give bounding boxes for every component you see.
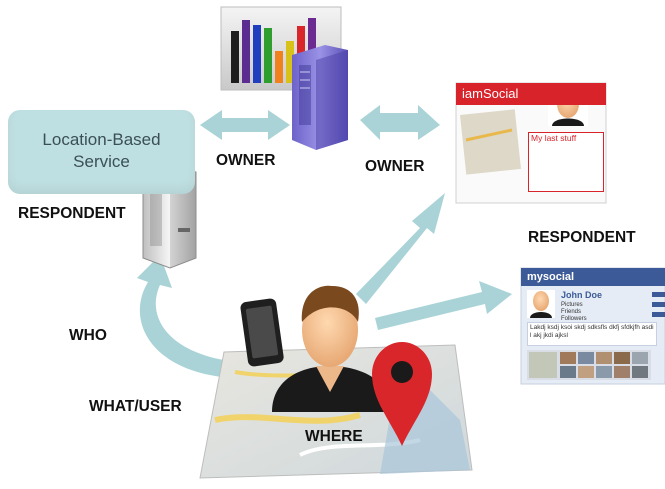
- location-based-service-box: [8, 110, 195, 194]
- mysocial-message-text: Lakdj ksdj ksoi skdj sdksfls dkfj sfdkjf…: [530, 324, 654, 339]
- mysocial-item-followers: Followers: [561, 316, 587, 322]
- user-avatar-icon: [272, 285, 392, 412]
- where-label: WHERE: [305, 428, 363, 445]
- map-pin-icon: [372, 342, 432, 446]
- mysocial-message-box: [527, 322, 657, 346]
- arrow-who-lbs: [137, 255, 238, 378]
- lbs-line-2: Service: [73, 152, 130, 171]
- mysocial-profile-name: John Doe: [561, 290, 603, 300]
- owner-label-left: OWNER: [216, 152, 276, 169]
- respondent-label-left: RESPONDENT: [18, 205, 126, 222]
- mysocial-title: mysocial: [521, 268, 665, 286]
- smartphone-icon: [240, 298, 284, 367]
- arrow-owner-iamsocial: [360, 105, 440, 140]
- what-user-label: WHAT/USER: [89, 398, 182, 415]
- iamsocial-title: iamSocial: [456, 83, 606, 105]
- iamsocial-last-stuff-title: My last stuff: [531, 133, 577, 143]
- who-label: WHO: [69, 327, 107, 344]
- respondent-label-right: RESPONDENT: [528, 229, 636, 246]
- mysocial-item-friends: Friends: [561, 309, 582, 315]
- arrow-user-mysocial: [375, 281, 512, 330]
- lbs-line-1: Location-Based: [42, 130, 161, 149]
- server-icon-owner: [292, 45, 348, 150]
- mysocial-item-pictures: Pictures: [561, 302, 583, 308]
- location-based-service-label: Location-Based Service: [8, 129, 195, 173]
- arrow-user-iamsocial: [356, 193, 445, 304]
- iamsocial-last-stuff-box: [528, 132, 604, 192]
- arrow-lbs-owner: [200, 110, 290, 140]
- owner-label-right: OWNER: [365, 158, 425, 175]
